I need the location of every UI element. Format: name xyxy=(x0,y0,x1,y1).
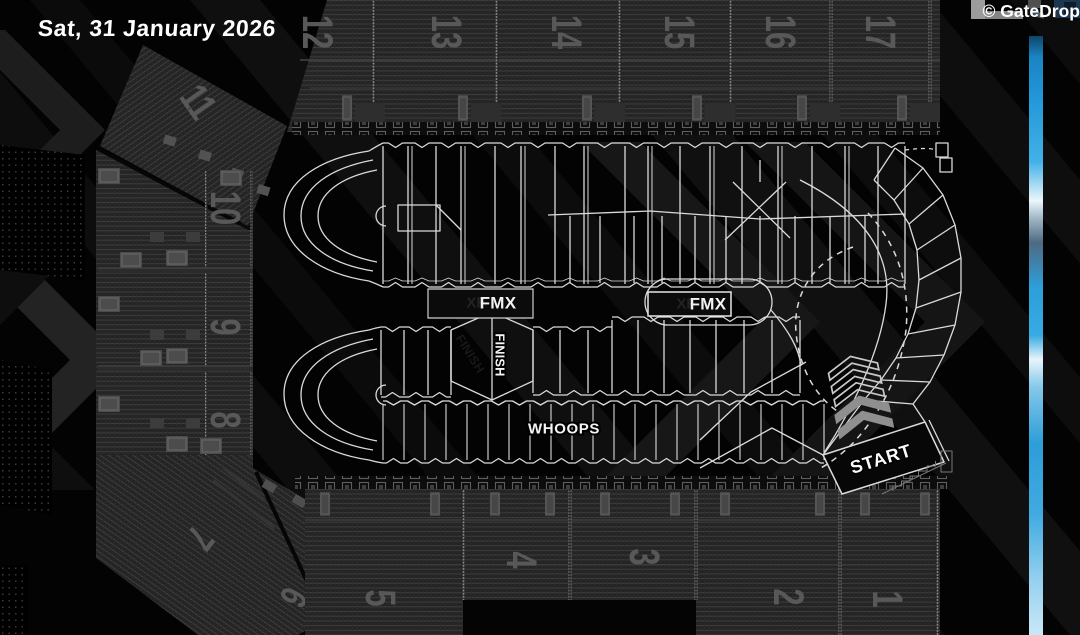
svg-text:16: 16 xyxy=(757,15,805,49)
svg-text:13: 13 xyxy=(423,15,471,49)
svg-text:12: 12 xyxy=(294,15,342,49)
svg-text:14: 14 xyxy=(543,15,591,50)
svg-text:2: 2 xyxy=(765,588,813,605)
svg-text:15: 15 xyxy=(656,15,704,49)
svg-text:FMX: FMX xyxy=(480,294,517,313)
svg-text:4: 4 xyxy=(498,551,546,568)
svg-text:Sat, 31 January 2026: Sat, 31 January 2026 xyxy=(37,15,277,41)
svg-text:XF: XF xyxy=(676,296,695,313)
svg-text:3: 3 xyxy=(621,548,669,565)
svg-text:WHOOPS: WHOOPS xyxy=(528,421,600,438)
svg-text:5: 5 xyxy=(357,589,405,606)
svg-text:8: 8 xyxy=(202,411,250,428)
svg-text:17: 17 xyxy=(857,15,905,49)
svg-text:XF: XF xyxy=(466,295,485,312)
svg-text:© GateDrop: © GateDrop xyxy=(983,1,1080,21)
svg-text:10: 10 xyxy=(202,191,250,225)
svg-text:FINISH: FINISH xyxy=(493,333,508,376)
svg-text:1: 1 xyxy=(864,590,912,607)
svg-text:FMX: FMX xyxy=(690,295,727,314)
svg-text:9: 9 xyxy=(202,318,250,335)
